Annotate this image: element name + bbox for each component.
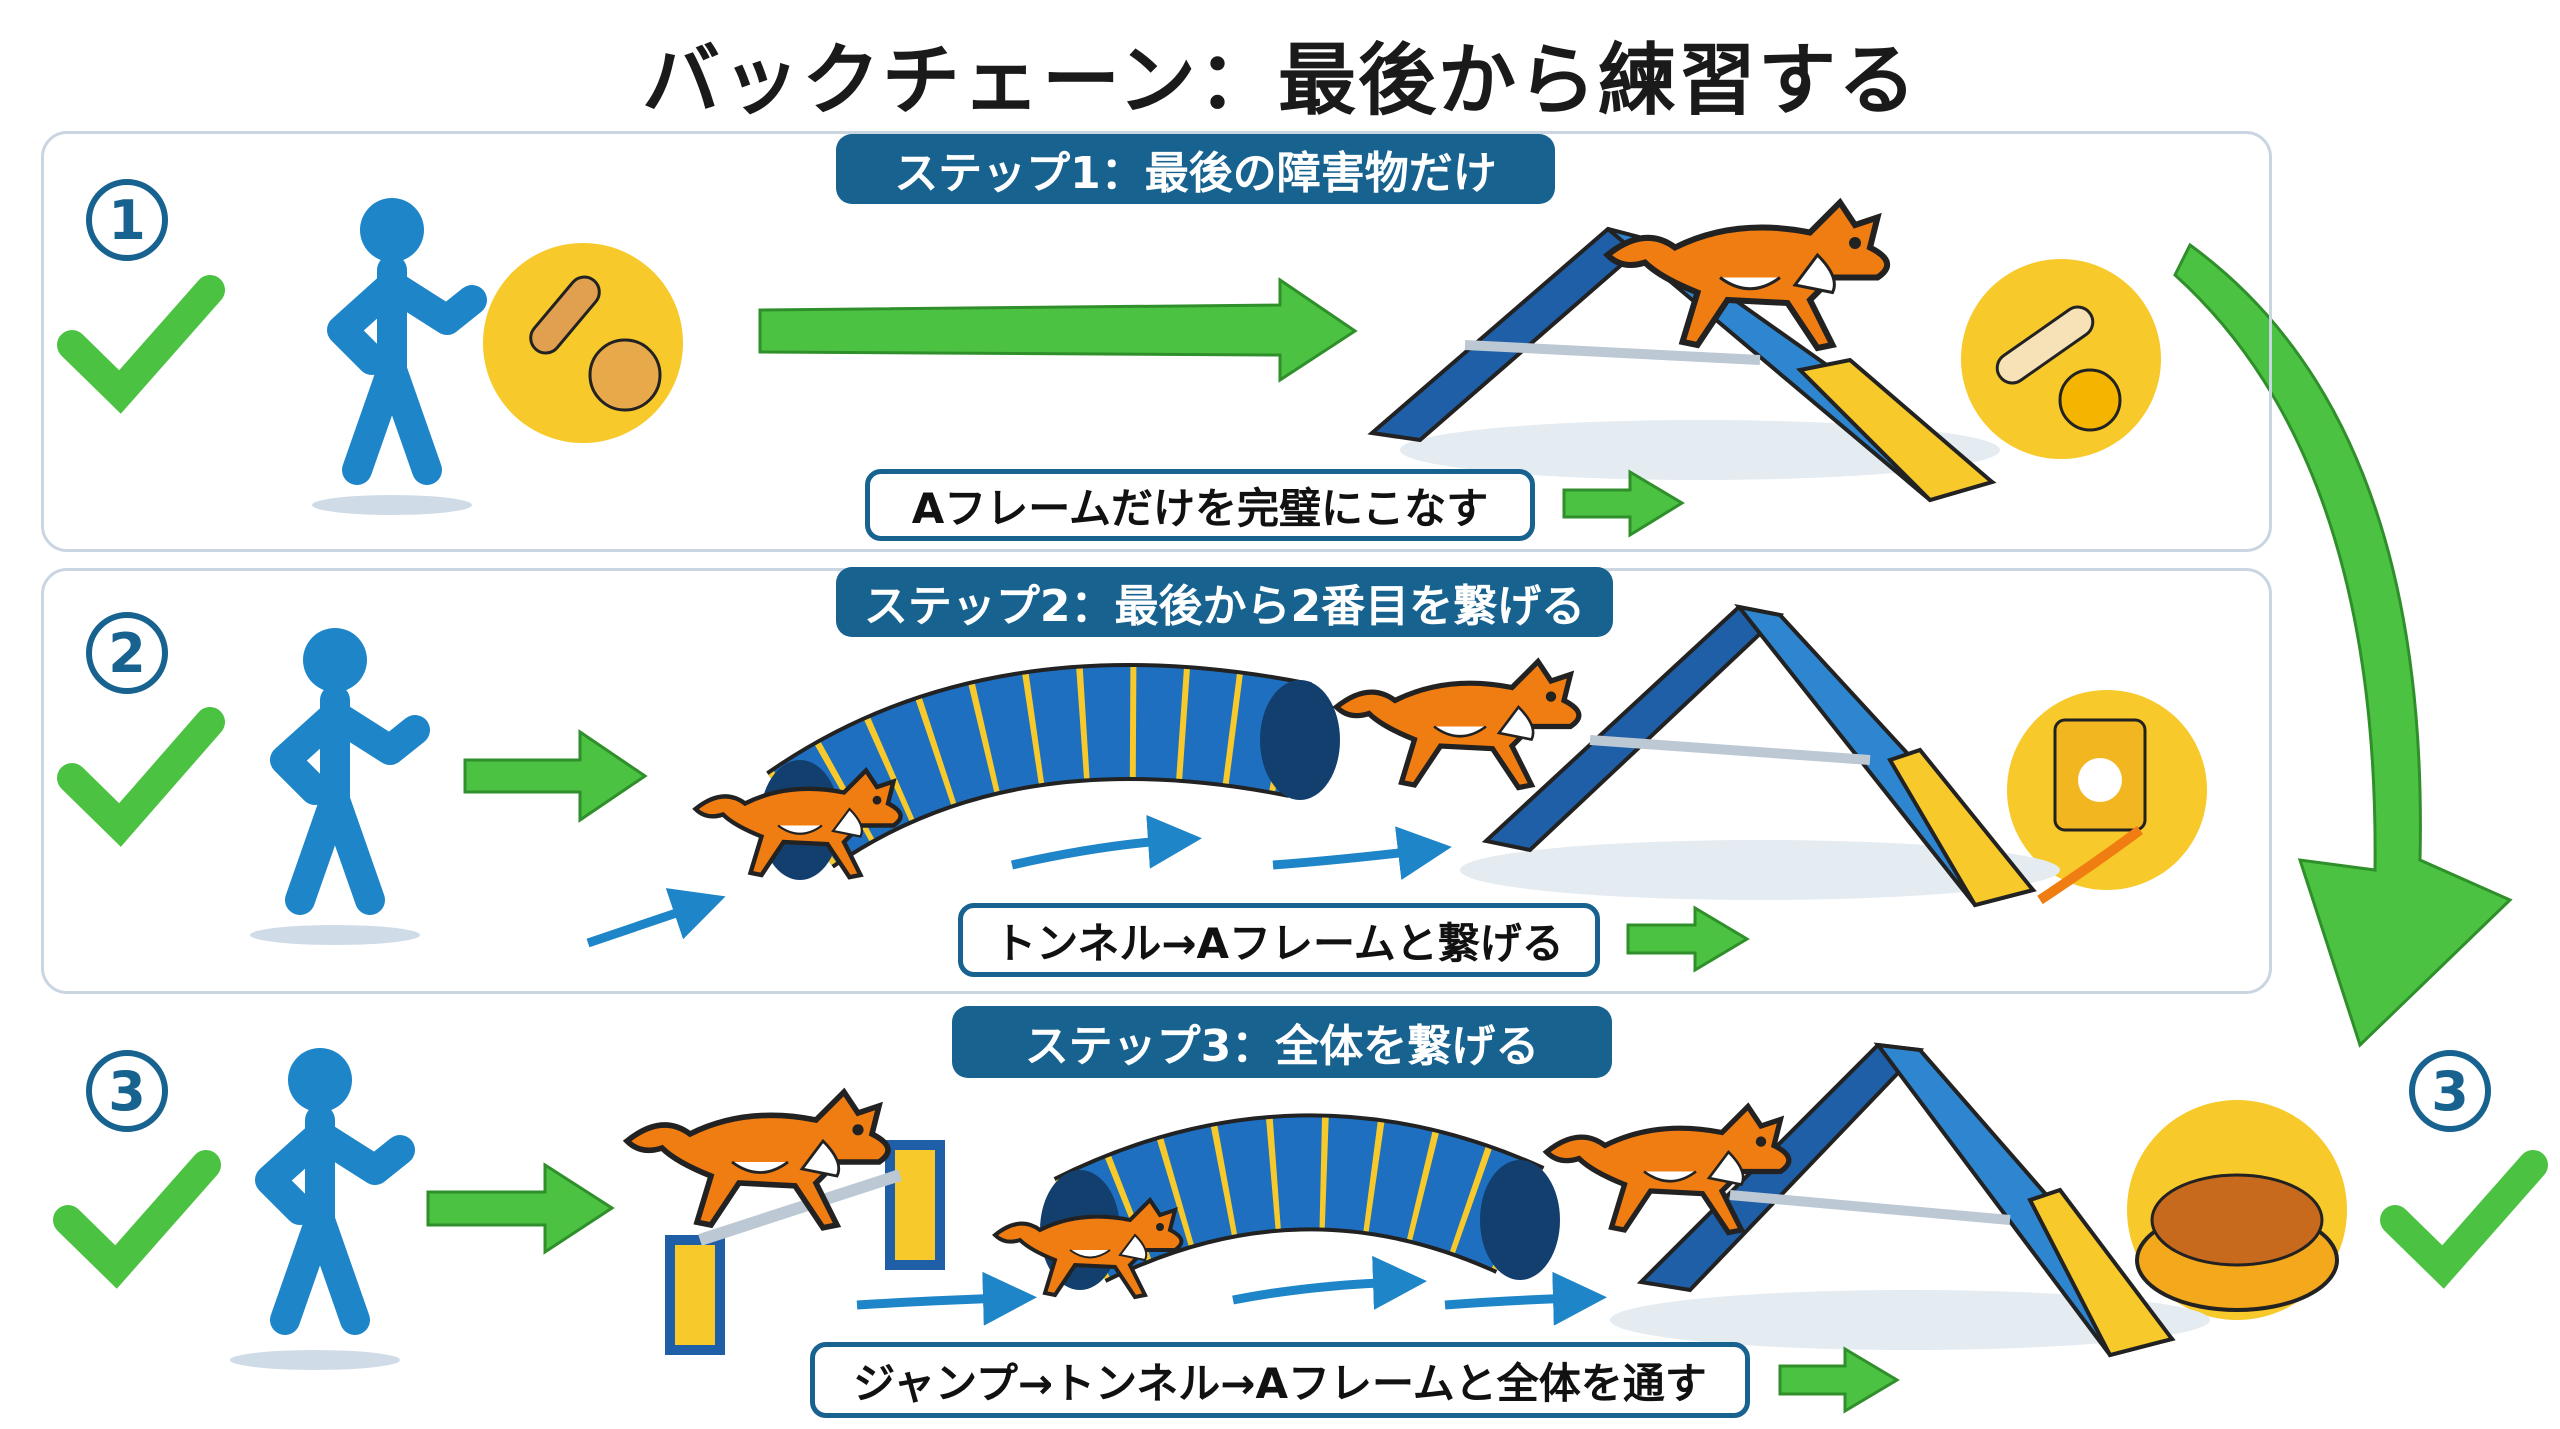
- final-step-number: 3: [2409, 1050, 2491, 1132]
- step-3-caption: ジャンプ→トンネル→Aフレームと全体を通す: [810, 1342, 1750, 1418]
- step-2-caption: トンネル→Aフレームと繋げる: [958, 903, 1600, 977]
- check-icon-2: [57, 707, 225, 847]
- step-number-1: 1: [86, 179, 168, 261]
- curved-arrow-down-icon: [2173, 242, 2513, 1048]
- check-icon-3: [53, 1150, 221, 1289]
- check-icon-1: [57, 275, 225, 414]
- step-1-caption: Aフレームだけを完璧にこなす: [865, 469, 1535, 541]
- step-1-label: ステップ1：最後の障害物だけ: [836, 134, 1555, 204]
- arrow-right-icon: [1778, 1346, 1900, 1414]
- jump-hurdle: [665, 1140, 945, 1355]
- a-frame-2: [1460, 604, 2060, 908]
- arrow-right-icon: [1626, 905, 1750, 973]
- step-1-panel: [41, 131, 2272, 552]
- step-2-label: ステップ2：最後から2番目を繋げる: [836, 567, 1613, 637]
- page-title: バックチェーン：最後から練習する: [641, 36, 1919, 126]
- treat-toy-icon: [483, 243, 683, 443]
- check-icon-final: [2380, 1150, 2548, 1289]
- dog-over-jump-3: [627, 1092, 888, 1228]
- a-frame-3: [1610, 1042, 2210, 1358]
- step-number-2: 2: [86, 612, 168, 694]
- arrow-right-icon: [426, 1162, 615, 1255]
- arrow-right-icon: [758, 277, 1358, 383]
- step-3-label: ステップ3：全体を繋げる: [952, 1006, 1612, 1078]
- step-number-3: 3: [86, 1050, 168, 1132]
- arrow-right-icon: [463, 729, 648, 823]
- arrow-right-icon: [1562, 469, 1685, 538]
- treat-bag-toy-icon: [2007, 690, 2207, 905]
- handler-figure-3: [270, 1048, 400, 1320]
- motion-arrows: [586, 814, 1607, 1326]
- bone-ball-icon: [1961, 259, 2161, 459]
- food-bowl-icon: [2127, 1100, 2347, 1320]
